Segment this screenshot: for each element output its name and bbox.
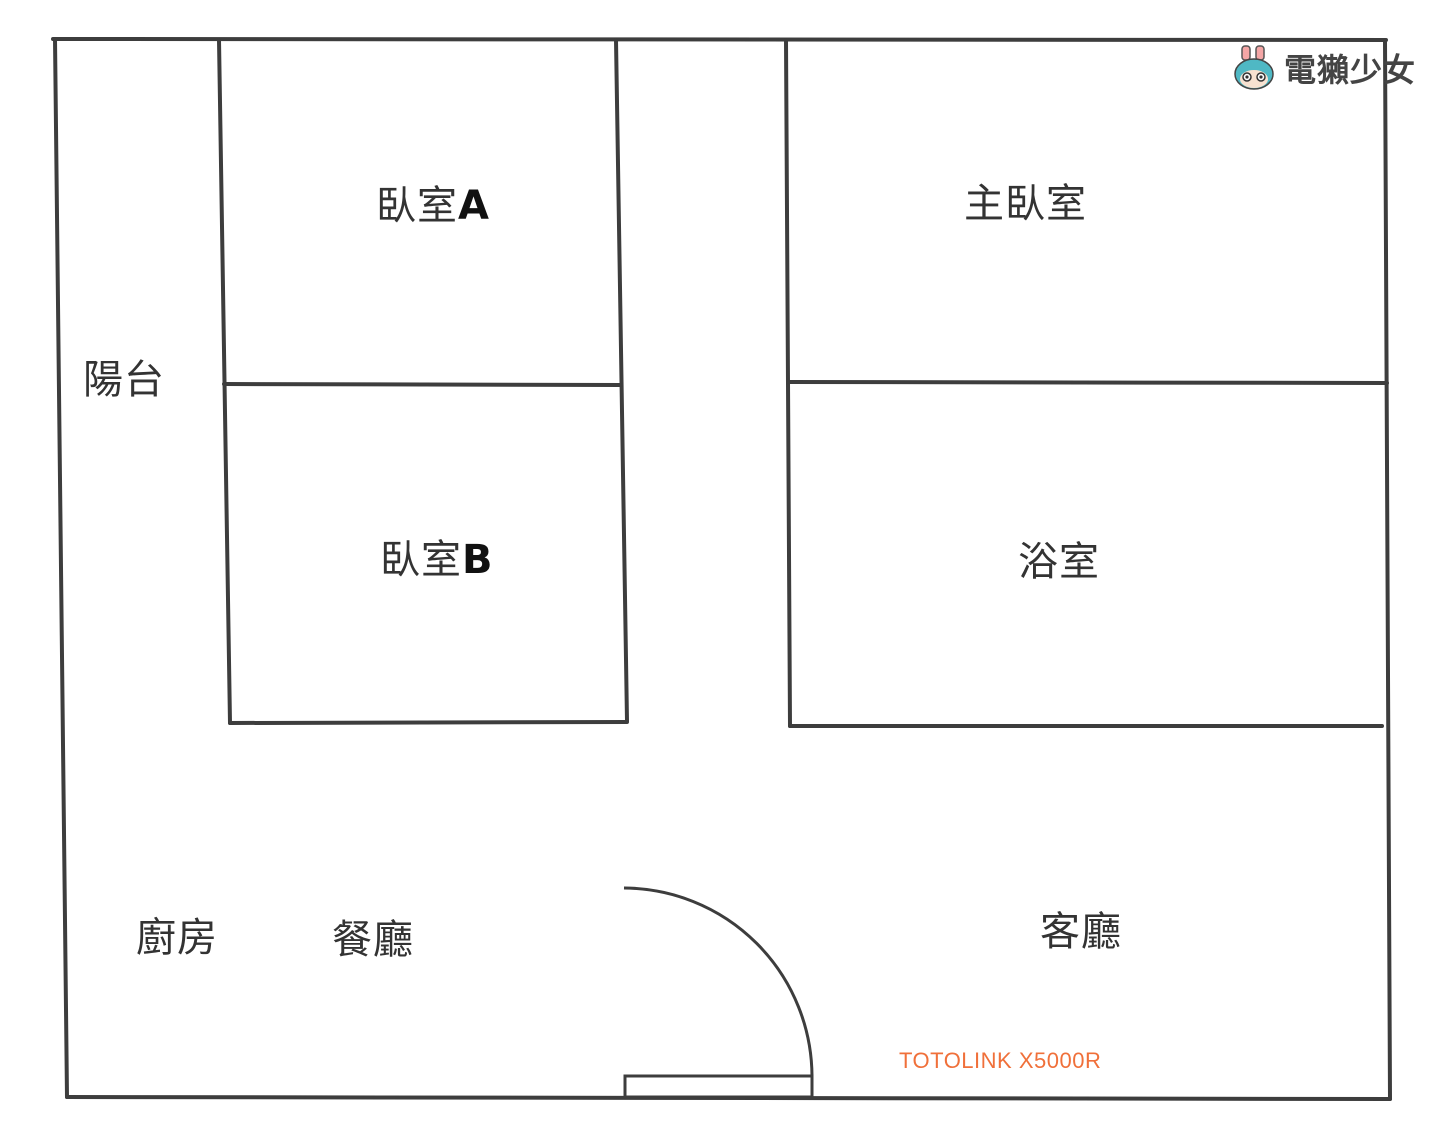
room-label-master-bedroom: 主臥室: [964, 184, 1087, 224]
room-label-bathroom: 浴室: [1018, 542, 1100, 582]
bedroom-a-suffix: A: [458, 183, 490, 229]
bedroom-b-label: 臥室: [380, 537, 462, 583]
room-label-living-room: 客廳: [1040, 912, 1122, 952]
bedroom-b-bottom-wall: [228, 720, 629, 725]
outer-wall-right: [1383, 38, 1392, 1101]
outer-wall-left: [53, 37, 69, 1099]
balcony-label: 陽台: [83, 357, 165, 403]
bathroom-label: 浴室: [1018, 539, 1100, 585]
bedroom-a-b-divider: [222, 382, 623, 387]
bedroom-block-left-wall: [217, 38, 232, 725]
door-swing-arc: [623, 886, 814, 1077]
room-label-bedroom-a: 臥室A: [376, 186, 490, 226]
router-location-label: TOTOLINK X5000R: [899, 1048, 1102, 1073]
master-bedroom-label: 主臥室: [964, 181, 1087, 227]
outer-wall-top: [51, 37, 1388, 42]
bedroom-a-label: 臥室: [376, 183, 458, 229]
room-label-kitchen: 廚房: [136, 918, 218, 958]
bedroom-block-right-wall: [614, 38, 629, 723]
dining-room-label: 餐廳: [332, 917, 414, 963]
brand-name: 電獺少女: [1284, 51, 1417, 89]
bedroom-b-suffix: B: [462, 537, 494, 583]
room-label-dining-room: 餐廳: [332, 920, 414, 960]
kitchen-label: 廚房: [136, 915, 218, 961]
door-threshold: [623, 1074, 814, 1099]
brand-logo: 電獺少女: [1232, 44, 1416, 92]
room-label-balcony: 陽台: [83, 360, 165, 400]
room-label-bedroom-b: 臥室B: [380, 540, 494, 580]
master-bath-divider: [787, 380, 1389, 385]
living-room-label: 客廳: [1040, 909, 1122, 955]
otter-girl-mascot-icon: [1234, 45, 1274, 90]
